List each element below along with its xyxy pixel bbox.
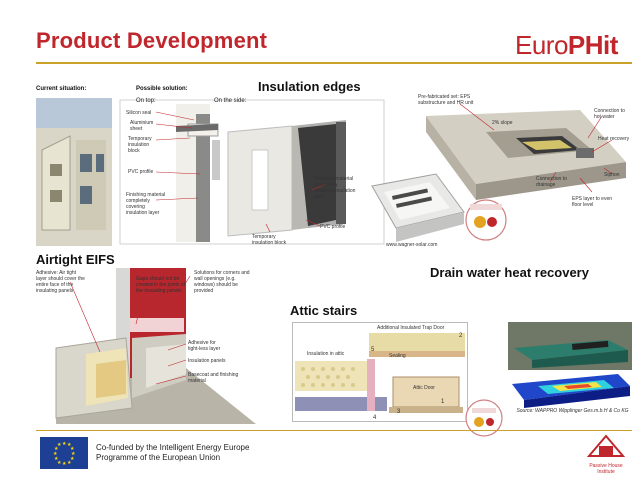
svg-text:★: ★ [71, 451, 76, 457]
logo-prefix: Euro [515, 30, 568, 60]
passive-house-icon [586, 434, 626, 457]
connection-drainage-label: Connection to drainage [536, 176, 567, 188]
svg-text:★: ★ [57, 460, 62, 466]
phi-line1: Passive House [589, 463, 623, 469]
certified-component-badge [464, 398, 504, 438]
insulation-panels-label: Insulation panels [188, 358, 226, 364]
title-divider [36, 62, 632, 64]
finishing-material-label: Finishing material completely covering i… [126, 192, 166, 216]
svg-text:★: ★ [67, 460, 72, 466]
attic-model-illustration [508, 322, 632, 370]
attic-stairs-figure: Insulation in attic Additional Insulated… [292, 322, 468, 422]
adhesive-for-label: Adhesive for tight-less layer [188, 340, 221, 352]
insulation-edges-figure: Current situation: Possible solution: On… [36, 80, 386, 248]
attic-model-photo [508, 322, 632, 370]
gaps-label: Gaps should not be created in the joints… [136, 276, 185, 294]
marker-3: 3 [397, 409, 401, 415]
svg-text:★: ★ [57, 442, 62, 448]
possible-solution-label: Possible solution: [136, 86, 188, 92]
attic-door-label: Attic Door [413, 385, 435, 391]
additional-door-label: Additional Insulated Trap Door [377, 325, 445, 331]
basecoat-label: Basecoat and finishing material [188, 372, 239, 384]
svg-text:★: ★ [53, 451, 58, 457]
on-top-label: On top: [136, 98, 156, 104]
connection-hot-water-label: Connection to hot water [594, 108, 625, 120]
svg-text:★: ★ [62, 461, 67, 467]
eu-stars-icon: ★★★★ ★★★★ ★★★★ [40, 437, 88, 469]
eu-funding-text: Co-funded by the Intelligent Energy Euro… [96, 443, 249, 463]
svg-text:★: ★ [54, 456, 59, 462]
insulation-edges-illustration [36, 98, 385, 246]
eps-layer-label: EPS layer to even floor level [572, 196, 613, 208]
aluminium-sheet-label: Aluminium sheet [130, 120, 154, 132]
marker-5: 5 [371, 347, 375, 353]
heat-recovery-label: Heat recovery [598, 136, 630, 142]
slope-label: 2% slope [492, 120, 513, 126]
drain-water-caption: Drain water heat recovery [430, 265, 589, 280]
airtight-eifs-illustration [36, 268, 286, 424]
svg-text:★: ★ [70, 446, 75, 452]
insulation-edges-caption: Insulation edges [256, 79, 363, 94]
siphon-label: Siphon [604, 172, 620, 178]
passive-house-institute-logo: Passive House Institute [583, 432, 629, 475]
finishing-material-right-label: Finishing material completely covering i… [314, 176, 356, 200]
svg-text:★: ★ [62, 441, 67, 447]
marker-2: 2 [459, 333, 463, 339]
thermal-image [508, 370, 632, 408]
svg-text:★: ★ [54, 446, 59, 452]
footer-divider [36, 430, 632, 431]
page-title: Product Development [36, 28, 268, 53]
brand-url-label: www.wagner-solar.com [386, 242, 438, 248]
europhit-logo: EuroPHit [515, 30, 618, 61]
prefab-set-label: Pre-fabricated set: EPS substructure and… [418, 94, 474, 106]
svg-text:★: ★ [70, 456, 75, 462]
current-situation-label: Current situation: [36, 86, 87, 92]
insulation-attic-label: Insulation in attic [307, 351, 345, 357]
sealing-label: Sealing [389, 353, 406, 359]
airtight-eifs-figure: Adhesive: Air tight layer should cover t… [36, 268, 286, 424]
eu-funding-line1: Co-funded by the Intelligent Energy Euro… [96, 443, 250, 452]
airtight-eifs-caption: Airtight EIFS [36, 252, 115, 267]
temporary-block-label: Temporary insulation block [128, 136, 152, 154]
attic-stairs-caption: Attic stairs [290, 303, 358, 318]
temporary-block-bottom-label: Temporary insulation block [252, 234, 287, 246]
drain-water-illustration [371, 103, 626, 242]
thermal-image-illustration [512, 374, 630, 408]
on-side-label: On the side: [214, 98, 247, 104]
logo-suffix: PHit [567, 30, 619, 60]
svg-text:★: ★ [67, 442, 72, 448]
eu-flag-icon: ★★★★ ★★★★ ★★★★ [40, 437, 88, 469]
pvc-profile-label: PVC profile [128, 169, 154, 175]
source-note: Source: WAPPRO Wipplinger Ges.m.b.H & Co… [516, 408, 629, 414]
drain-water-figure: Pre-fabricated set: EPS substructure and… [366, 92, 632, 264]
certificate-icon [465, 399, 503, 437]
marker-4: 4 [373, 415, 377, 421]
attic-stairs-illustration: Insulation in attic Additional Insulated… [295, 325, 465, 421]
solutions-label: Solutions for corners and wall openings … [194, 270, 250, 294]
marker-1: 1 [441, 399, 445, 405]
adhesive-label: Adhesive: Air tight layer should cover t… [36, 270, 85, 294]
silicon-seal-label: Silicon seal [126, 110, 152, 116]
pvc-profile-right-label: PVC profile [320, 224, 346, 230]
phi-line2: Institute [597, 469, 615, 475]
eu-funding-line2: Programme of the European Union [96, 453, 221, 462]
